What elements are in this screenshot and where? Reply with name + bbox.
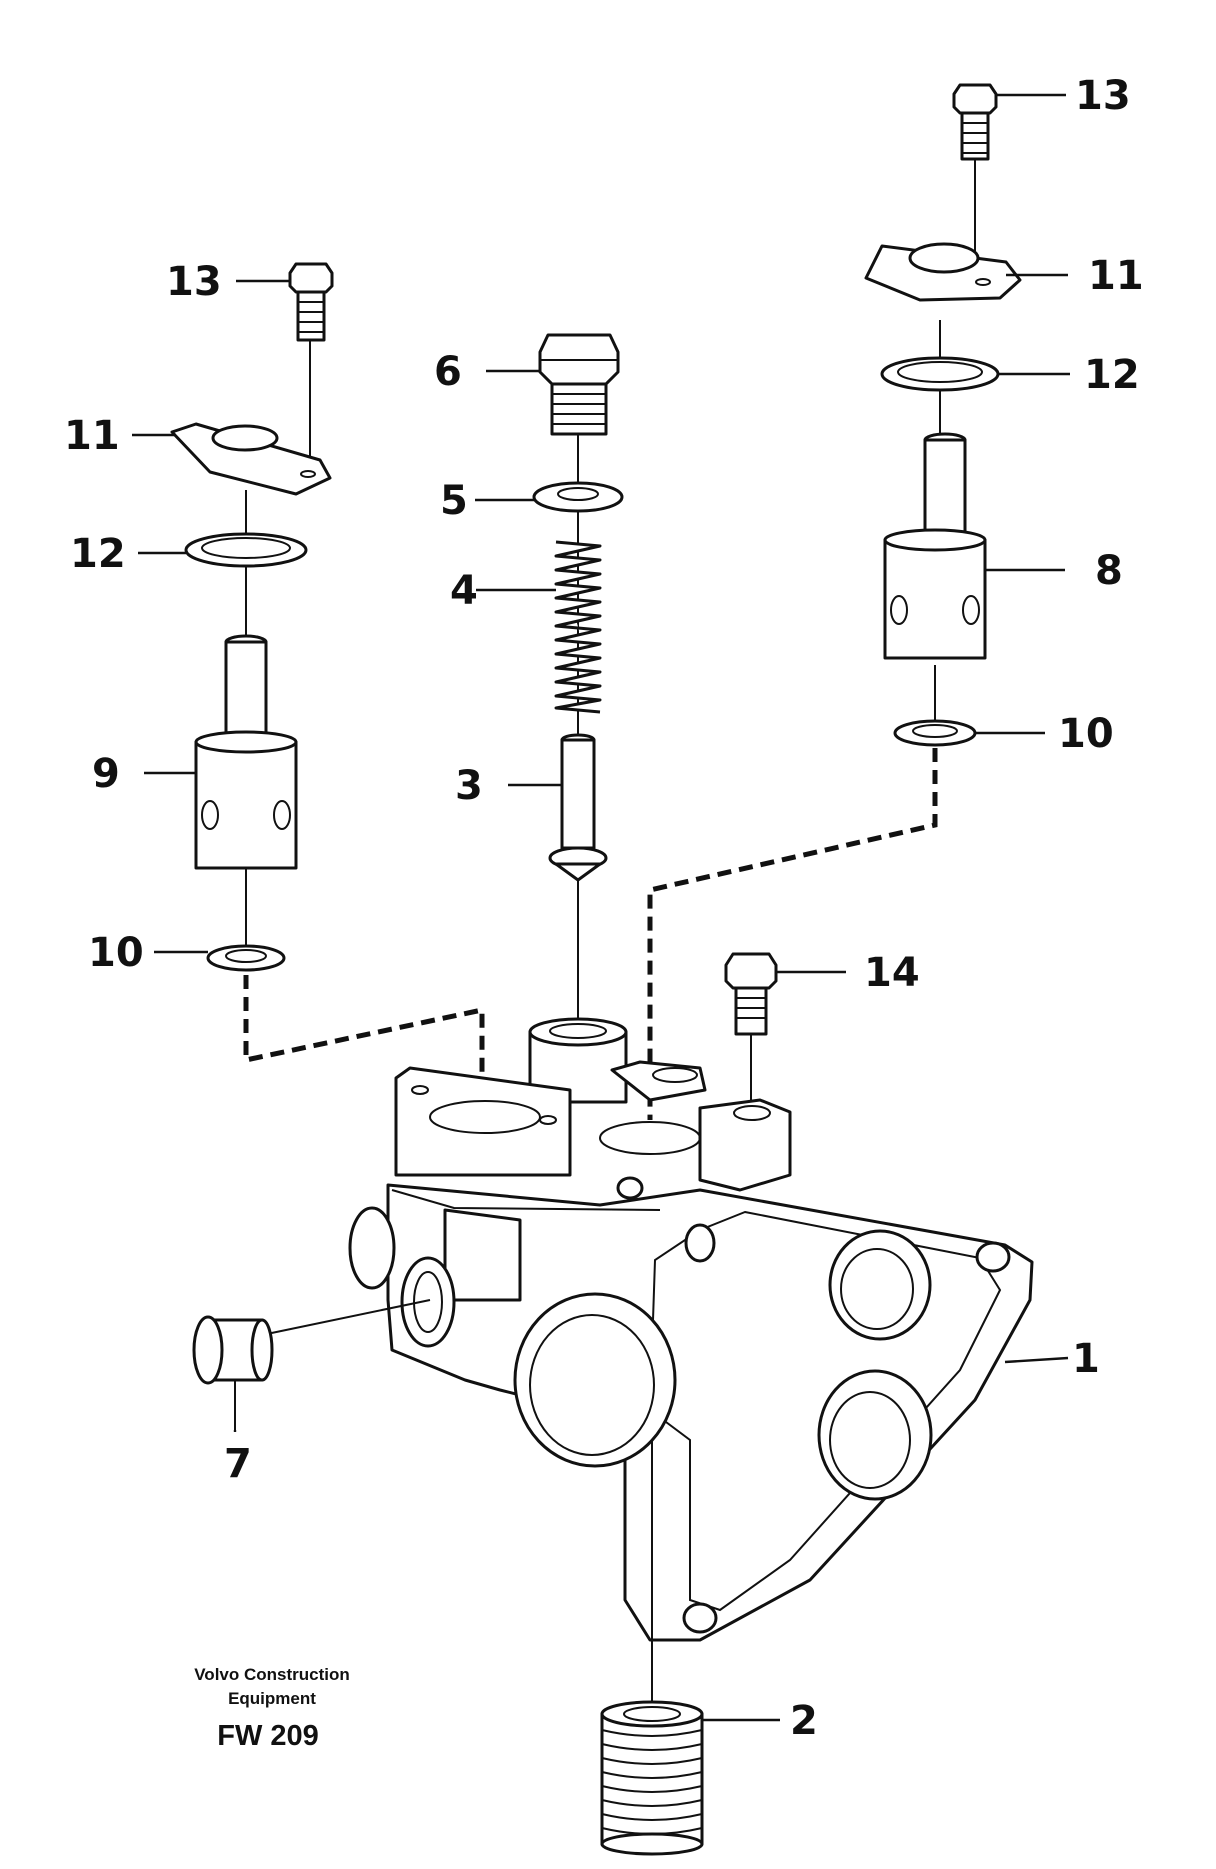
part-1-housing	[348, 1017, 1034, 1642]
part-11-cover-right	[864, 242, 1022, 302]
part-12-seal-left	[184, 532, 308, 568]
part-12-seal-right	[880, 356, 1000, 392]
credit-line-1: Volvo Construction	[194, 1665, 350, 1684]
leader-lines	[132, 93, 1070, 1722]
callout-9: 9	[92, 751, 120, 797]
part-7-cap	[192, 1299, 431, 1430]
part-3-valve-piston	[548, 733, 608, 882]
callout-7: 7	[224, 1441, 252, 1487]
callout-12-left: 12	[70, 531, 126, 577]
dashed-path-left	[243, 975, 485, 1080]
callout-12-right: 12	[1084, 352, 1140, 398]
part-10-washer-right	[893, 719, 977, 747]
part-10-washer-left	[206, 944, 286, 972]
callout-13-left: 13	[166, 259, 222, 305]
part-6-plug	[538, 333, 620, 436]
part-5-washer	[532, 481, 624, 513]
callout-14: 14	[864, 950, 920, 996]
callout-3: 3	[455, 763, 483, 809]
part-13-bolt-left	[288, 262, 334, 342]
credit-line-2: Equipment	[228, 1689, 316, 1708]
dashed-path-right	[647, 748, 938, 1120]
figure-code: FW 209	[217, 1720, 319, 1752]
part-8-valve-body	[883, 432, 987, 660]
callout-6: 6	[434, 349, 462, 395]
callout-8: 8	[1095, 548, 1123, 594]
callout-11-right: 11	[1088, 253, 1144, 299]
callout-11-left: 11	[64, 413, 120, 459]
callout-4: 4	[450, 568, 478, 614]
part-14-bolt	[724, 952, 778, 1100]
callout-10-left: 10	[88, 930, 144, 976]
callout-1: 1	[1072, 1336, 1100, 1382]
part-9-valve-body	[194, 634, 298, 870]
part-13-bolt-right	[952, 83, 998, 161]
part-11-cover-left	[170, 422, 332, 496]
callout-2: 2	[790, 1698, 818, 1744]
part-2-threaded-plug	[600, 1440, 704, 1856]
callout-labels: 1 2 3 4 5 6 7 8 9 10 10 11 11 12 12 13 1…	[64, 73, 1144, 1744]
callout-5: 5	[440, 478, 468, 524]
part-4-spring	[554, 540, 602, 714]
callout-10-right: 10	[1058, 711, 1114, 757]
callout-13-right: 13	[1075, 73, 1131, 119]
credit-block: Volvo Construction Equipment FW 209	[194, 1665, 350, 1752]
